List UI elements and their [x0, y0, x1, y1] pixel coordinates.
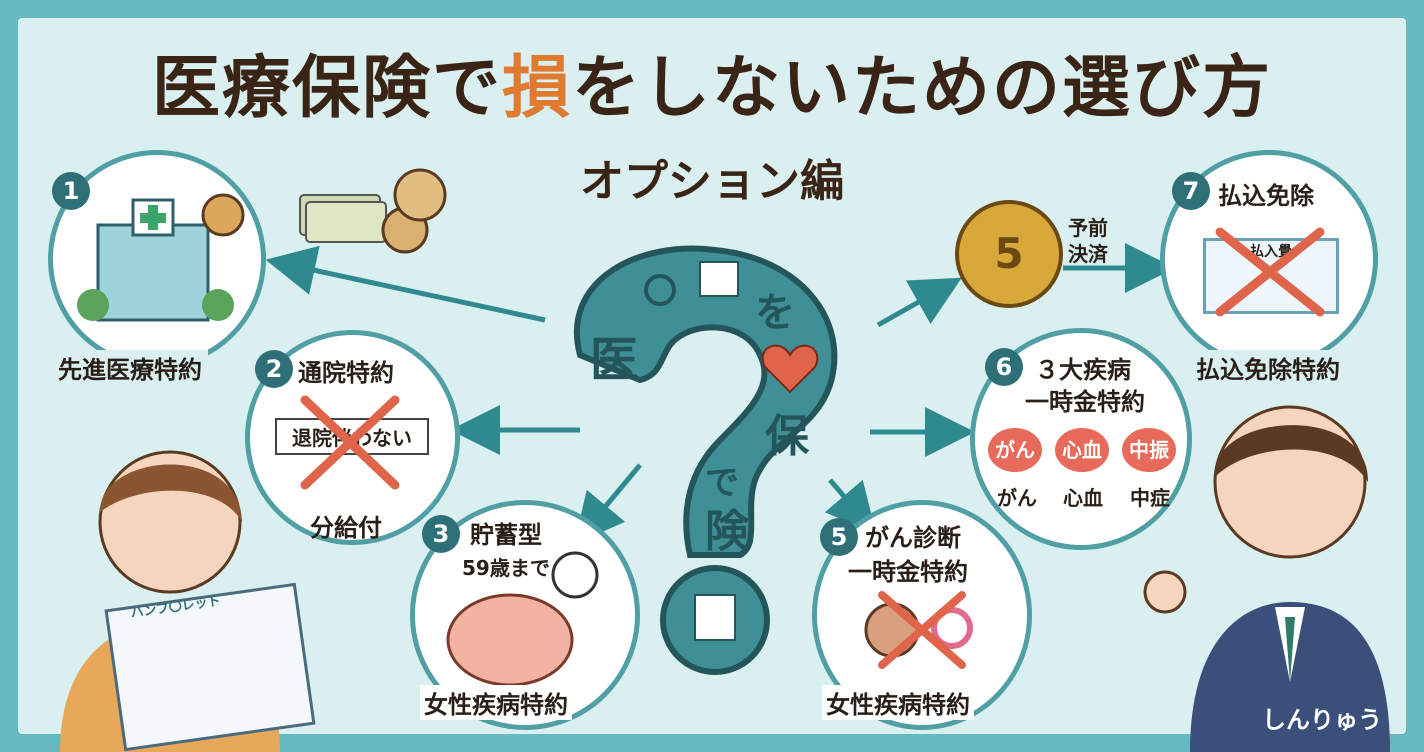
item-label: 通院特約: [298, 359, 394, 387]
question-mark-icon: [573, 245, 838, 558]
item-number: 7: [1172, 172, 1210, 210]
advisor-man-illustration: [1143, 405, 1390, 752]
item-bottom-label: 女性疾病特約: [822, 685, 974, 720]
center-char: を: [755, 290, 795, 336]
heart-caption: 中症: [1130, 486, 1170, 510]
cross-mark-icon: [1215, 227, 1325, 317]
item-bottom-label: 分給付: [310, 514, 382, 542]
item-label: 払込免除: [1218, 182, 1314, 210]
title-part: 医療保険で: [151, 49, 502, 128]
center-char: 保: [765, 411, 809, 462]
item-label: 一時金特約: [848, 558, 968, 586]
item-label: 一時金特約: [1025, 388, 1145, 416]
brand-watermark: しんりゅう: [1262, 706, 1382, 734]
center-char: で: [705, 463, 739, 503]
heart-caption: がん: [997, 486, 1037, 510]
heart-icon: 中振: [1122, 428, 1176, 472]
title-part: をしないための選び方: [572, 49, 1273, 128]
cross-mark-icon: [300, 395, 400, 490]
arrows: [265, 243, 1175, 545]
item-label: ３大疾病: [1035, 356, 1131, 384]
prepay-label: 決済: [1068, 242, 1108, 266]
page-title: 医療保険で損をしないための選び方: [0, 32, 1424, 131]
item-number: 6: [985, 348, 1023, 386]
item-number: 2: [255, 350, 293, 388]
age-text: 59歳まで: [462, 556, 550, 580]
item-label: 貯蓄型: [470, 521, 542, 549]
title-accent: 損: [501, 49, 572, 128]
center-char: 険: [705, 506, 749, 557]
heart-icon: がん: [988, 428, 1042, 472]
item-number: 5: [820, 518, 858, 556]
item-number: 1: [52, 172, 90, 210]
item-bottom-label: 払込免除特約: [1190, 350, 1346, 385]
coin-icon: 5: [955, 200, 1063, 308]
page-subtitle: オプション編: [580, 156, 844, 207]
heart-caption: 心血: [1063, 486, 1103, 510]
medicine-cross-icon: [864, 591, 973, 669]
prepay-label: 予前: [1068, 216, 1108, 240]
item-number: 3: [422, 515, 460, 553]
item-bottom-label: 女性疾病特約: [420, 685, 572, 720]
worried-woman-illustration: [60, 450, 316, 752]
item-label: がん診断: [865, 524, 961, 552]
heart-icon: 心血: [1055, 428, 1109, 472]
item-label: 先進医療特約: [52, 350, 208, 385]
money-bags-icon: [299, 168, 447, 254]
hospital-icon: [77, 193, 245, 322]
center-char: 医: [590, 332, 639, 388]
